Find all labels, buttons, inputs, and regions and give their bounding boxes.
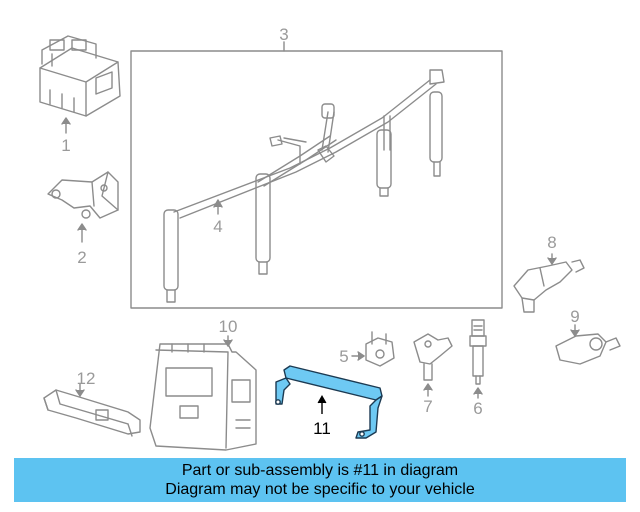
part-2-coil-bracket[interactable]: [47, 171, 119, 219]
part-5-sensor[interactable]: [365, 331, 395, 367]
part-9-knock-sensor[interactable]: [555, 333, 621, 365]
part-10-label[interactable]: 10: [219, 317, 238, 336]
part-3-frame: [130, 50, 503, 309]
part-7-arrow: [423, 383, 433, 391]
part-7-sensor[interactable]: [413, 333, 453, 381]
part-10-arrow: [223, 339, 233, 347]
part-12-bracket[interactable]: [43, 389, 141, 437]
part-9-label[interactable]: 9: [570, 307, 579, 326]
part-12-arrow: [75, 389, 85, 397]
part-8-sensor[interactable]: [513, 259, 585, 313]
part-11-arrow: [317, 394, 327, 404]
part-9-arrow: [570, 329, 580, 337]
part-3-label[interactable]: 3: [279, 25, 288, 44]
part-6-spark-plug[interactable]: [469, 319, 487, 385]
part-2-label[interactable]: 2: [77, 248, 86, 267]
part-12-label[interactable]: 12: [77, 369, 96, 388]
part-8-label[interactable]: 8: [547, 233, 556, 252]
banner-line-disclaimer: Diagram may not be specific to your vehi…: [165, 481, 475, 498]
banner-line-part: Part or sub-assembly is #11 in diagram: [181, 462, 459, 479]
info-banner: Part or sub-assembly is #11 in diagram D…: [14, 458, 626, 502]
part-11-bracket[interactable]: [275, 365, 383, 439]
part-1-label[interactable]: 1: [61, 136, 70, 155]
part-11-label[interactable]: 11: [313, 419, 331, 438]
part-6-label[interactable]: 6: [473, 399, 482, 418]
part-8-arrow: [547, 257, 557, 265]
part-1-ignition-coil[interactable]: [39, 35, 121, 117]
parts-diagram: 1 2 3 4 5 6 7 8 9 10 11 12: [39, 25, 621, 451]
part-4-label[interactable]: 4: [213, 217, 222, 236]
part-5-arrow: [357, 351, 365, 361]
part-2-arrow: [77, 223, 87, 231]
part-1-arrow: [61, 117, 71, 125]
part-4-arrow: [213, 199, 223, 208]
part-7-label[interactable]: 7: [423, 397, 432, 416]
part-3-ignition-wire-set[interactable]: [163, 69, 445, 303]
part-6-arrow: [473, 387, 483, 395]
part-5-label[interactable]: 5: [339, 347, 348, 366]
part-10-ecm[interactable]: [149, 343, 257, 451]
